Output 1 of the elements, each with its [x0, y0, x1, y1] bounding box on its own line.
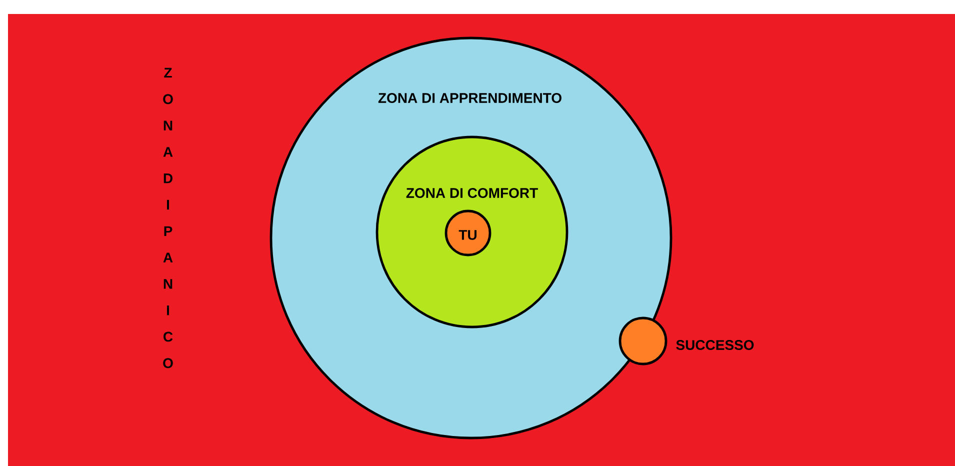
success-label: SUCCESSO — [676, 340, 754, 350]
